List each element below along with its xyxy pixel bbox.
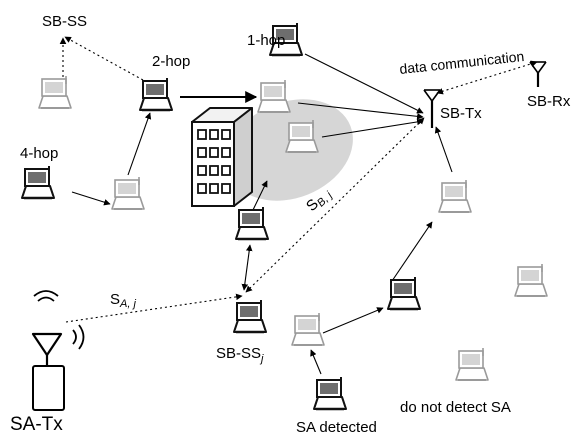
label-sb-ss-j: SB-SSj: [216, 345, 264, 365]
laptop-icon: [438, 179, 472, 213]
label-do-not-detect-sa: do not detect SA: [400, 399, 511, 416]
label-s-a-j: SA, j: [110, 291, 136, 310]
label-sa-tx: SA-Tx: [10, 414, 63, 435]
laptop-icon: [234, 205, 270, 241]
link-1hop-sbtx: [304, 53, 424, 114]
link-4hop: [71, 191, 111, 206]
link-shadow-sbtx-1: [297, 102, 424, 120]
label-2-hop: 2-hop: [152, 53, 190, 70]
laptop-icon: [232, 298, 268, 334]
link-sbss-up: [127, 112, 152, 176]
link-right-up: [434, 126, 453, 173]
laptop-icon: [455, 347, 489, 381]
building-icon: [191, 107, 253, 207]
transmitter-icon: [31, 332, 65, 411]
link-2hop-sbss-dotted: [64, 36, 144, 81]
sb-rx-antenna-icon: [529, 61, 547, 87]
label-sb-ss: SB-SS: [42, 13, 87, 30]
link-detected-up: [310, 349, 322, 375]
links: [59, 36, 538, 375]
label-1-hop: 1-hop: [247, 32, 285, 49]
laptop-icon: [312, 375, 348, 411]
label-sb-tx: SB-Tx: [440, 105, 482, 122]
sb-tx-antenna-icon: [423, 89, 441, 128]
laptop-icon: [138, 76, 174, 112]
laptop-icon: [38, 75, 72, 109]
laptop-icon: [20, 164, 56, 200]
label-sb-rx: SB-Rx: [527, 93, 571, 110]
laptop-icon: [514, 263, 548, 297]
radio-waves-icon: [33, 290, 85, 350]
label-sa-detected: SA detected: [296, 419, 377, 436]
laptop-icon: [291, 312, 325, 346]
laptop-icon: [386, 275, 422, 311]
laptops: [20, 21, 548, 411]
link-grey-dark: [322, 307, 384, 334]
laptop-icon: [285, 119, 319, 153]
link-sbssj-bi: [241, 244, 253, 291]
laptop-icon: [111, 176, 145, 210]
link-sb-j-dotted: [245, 117, 425, 293]
link-sa-j-dotted: [65, 293, 243, 323]
label-4-hop: 4-hop: [20, 145, 58, 162]
laptop-icon: [257, 79, 291, 113]
link-right-mid: [391, 221, 433, 282]
label-data-communication: data communication: [399, 48, 525, 77]
labels: SB-SS 2-hop 1-hop 4-hop data communicati…: [10, 13, 571, 436]
